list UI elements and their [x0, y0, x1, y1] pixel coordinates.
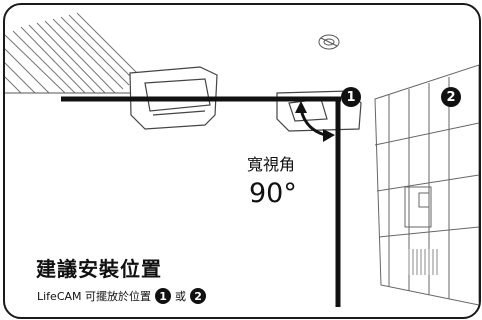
caption-text: LifeCAM 可擺放於位置: [37, 290, 152, 303]
arrowhead-down: [323, 129, 335, 142]
install-card: 1 2 寬視角 90° 建議安裝位置 LifeCAM 可擺放於位置 1 或 2: [3, 3, 481, 319]
arrowhead-up: [295, 101, 307, 113]
position-2-marker: 2: [441, 87, 461, 107]
position-1-marker: 1: [341, 87, 361, 107]
fov-label: 寬視角: [247, 155, 296, 174]
caption-or: 或: [175, 290, 187, 303]
caption: LifeCAM 可擺放於位置 1 或 2: [37, 288, 207, 304]
ceiling-lamp: [318, 34, 340, 50]
caption-badge-1: 1: [155, 288, 172, 304]
cabinet-sketch: [374, 64, 479, 306]
caption-badge-2: 2: [190, 288, 207, 304]
room-illustration: [5, 12, 479, 307]
fov-value: 90°: [249, 178, 297, 209]
section-title: 建議安裝位置: [36, 257, 162, 281]
ceiling-hatch: [5, 12, 142, 94]
